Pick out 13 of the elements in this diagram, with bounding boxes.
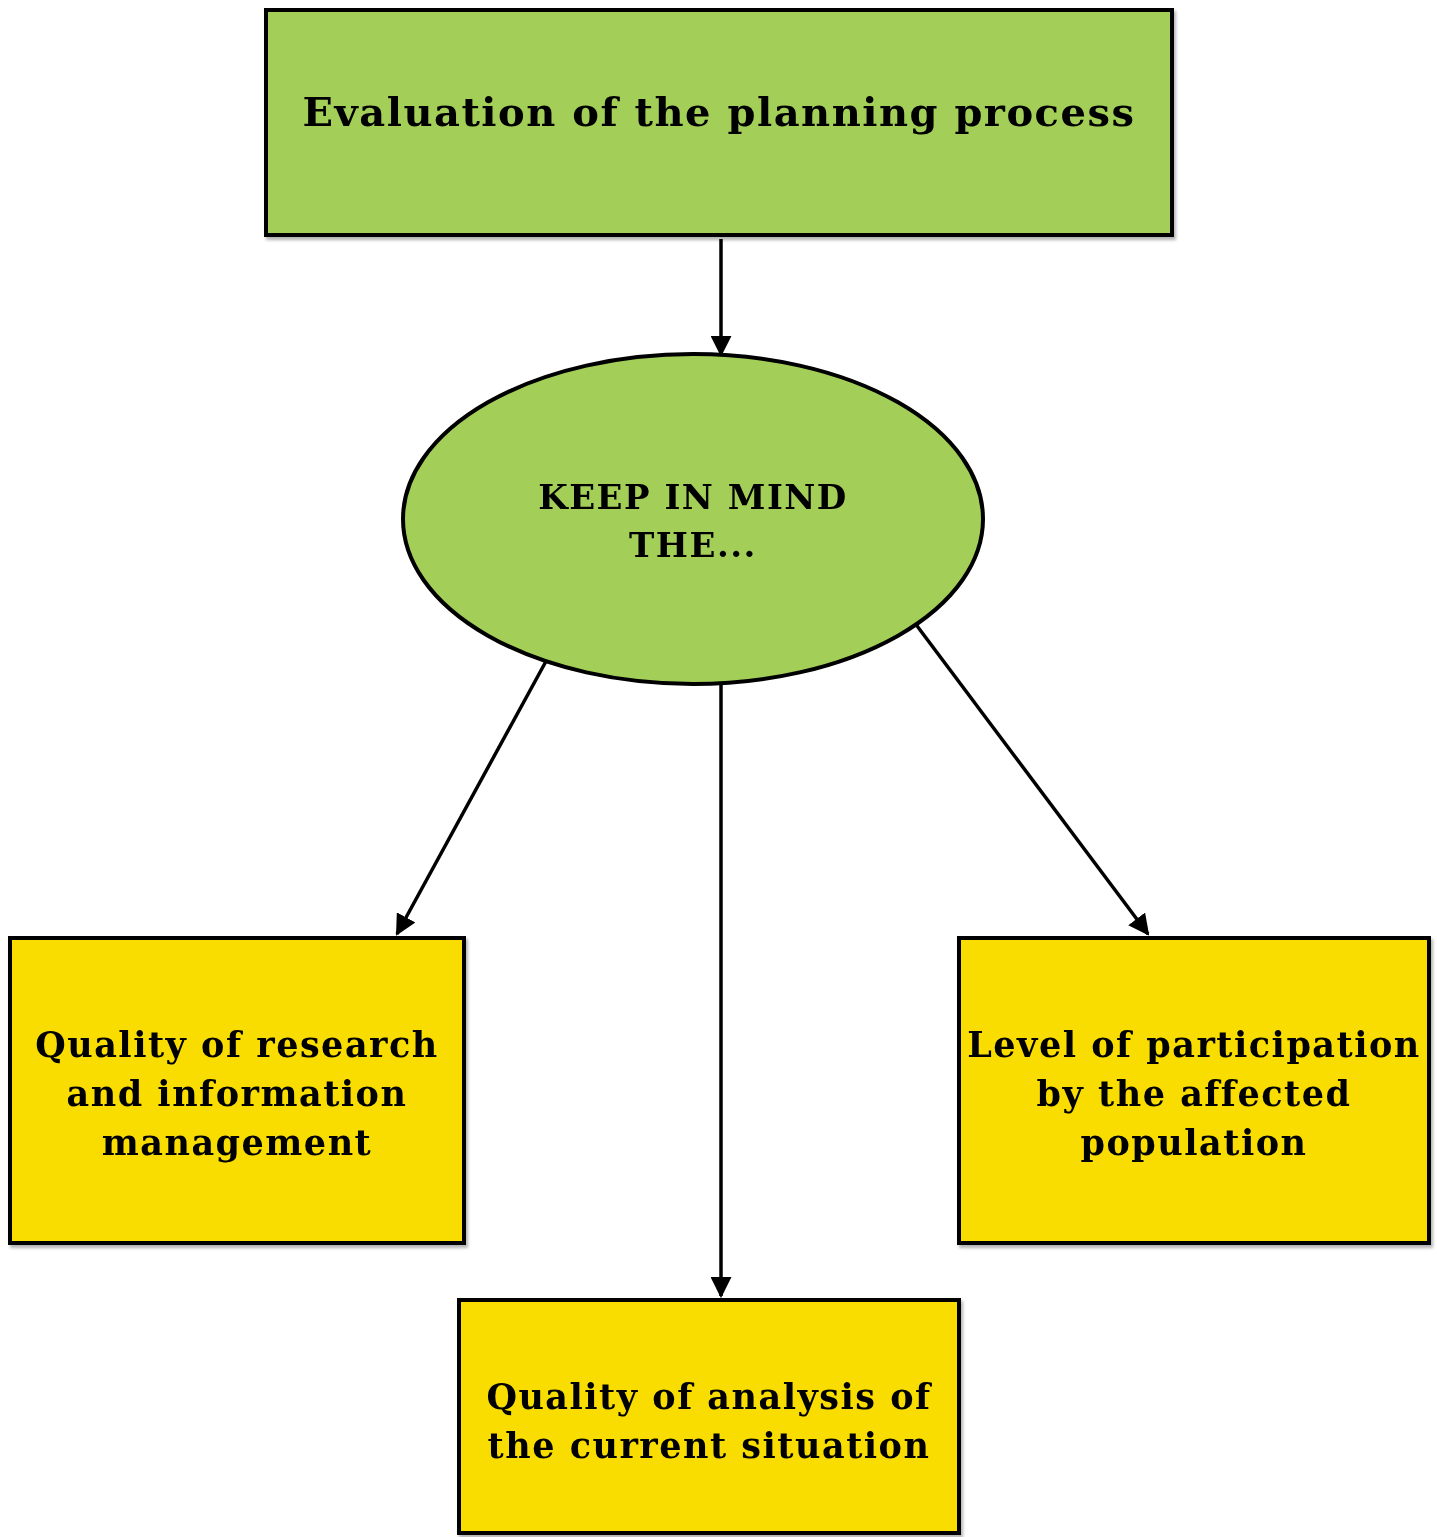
arrow xyxy=(710,683,732,1299)
process-box xyxy=(8,936,466,1245)
node-label: Evaluation of the planning process xyxy=(302,87,1136,137)
node-label: Quality of analysis of the current situation xyxy=(485,1375,933,1468)
arrow xyxy=(914,623,1150,936)
ellipse-node xyxy=(401,352,985,686)
process-box xyxy=(457,1298,961,1535)
arrow xyxy=(395,660,548,936)
node-label: KEEP IN MIND THE... xyxy=(537,476,849,567)
node-label: Quality of research and information management xyxy=(34,1023,440,1165)
node-label: Level of participation by the affected population xyxy=(966,1023,1422,1165)
process-box xyxy=(957,936,1431,1245)
process-box xyxy=(264,8,1174,237)
